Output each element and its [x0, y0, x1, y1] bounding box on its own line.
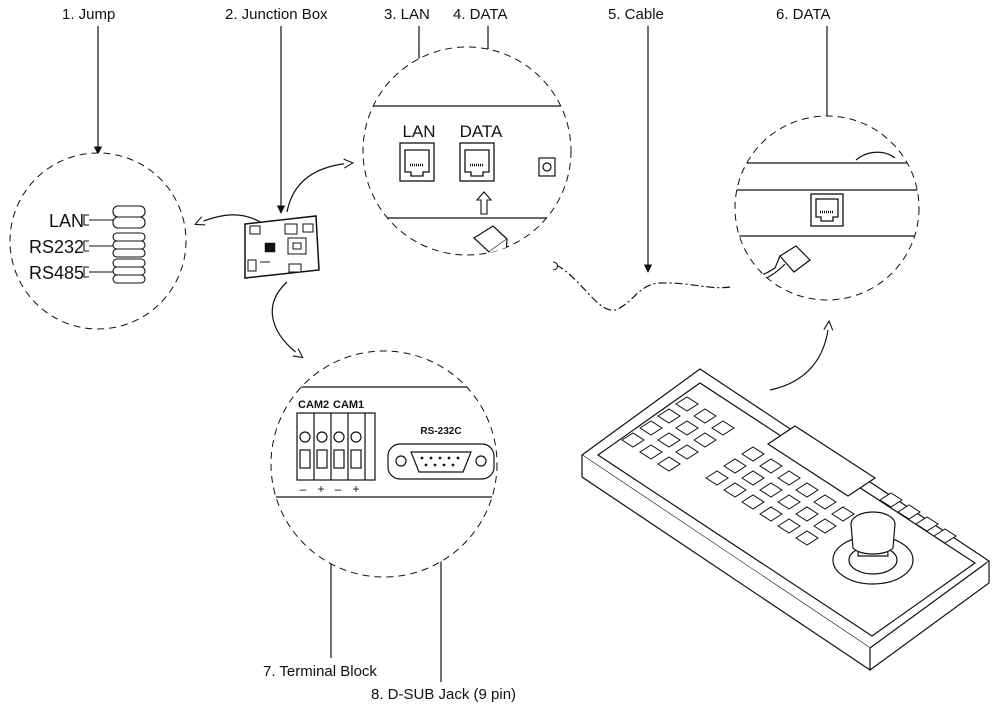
polarity-2: +: [317, 482, 324, 496]
polarity-3: –: [335, 482, 342, 496]
lan-port-icon: [399, 142, 435, 182]
junction-box-board: [244, 215, 320, 279]
polarity-1: –: [300, 482, 307, 496]
port-lan-label: LAN: [402, 122, 435, 141]
port-detail: LAN DATA: [362, 46, 572, 256]
joystick: [832, 511, 914, 585]
callout-jump: 1. Jump: [62, 6, 116, 23]
jump-detail: LAN RS232 RS485: [9, 152, 187, 330]
jump-rs485-label: RS485: [29, 263, 84, 283]
callout-cable: 5. Cable: [608, 6, 664, 23]
dsub-connector-icon: [387, 443, 495, 480]
display-window: [766, 425, 877, 497]
curved-arrows: [196, 163, 829, 391]
callout-dsub-jack: 8. D-SUB Jack (9 pin): [371, 686, 517, 703]
cable-line: [555, 264, 731, 311]
jumper-pins: [83, 205, 146, 284]
insert-arrow-icon: [475, 191, 493, 215]
jump-lan-label: LAN: [49, 211, 84, 231]
terminal-block-icon: [296, 412, 376, 481]
power-jack-icon: [538, 157, 556, 177]
keypad-keys: [621, 396, 957, 546]
callout-keyboard-data: 6. DATA: [776, 6, 831, 23]
port-data-label: DATA: [460, 122, 503, 141]
keyboard-data-port-icon: [810, 193, 844, 227]
polarity-4: +: [352, 482, 359, 496]
keyboard-data-detail: [734, 115, 920, 301]
terminal-detail: CAM2 CAM1 RS-232C – + – +: [270, 350, 498, 578]
cam2-label: CAM2: [298, 399, 329, 411]
jump-rs232-label: RS232: [29, 237, 84, 257]
data-port-icon: [459, 142, 495, 182]
callout-terminal-block: 7. Terminal Block: [263, 663, 377, 680]
rs232c-label: RS-232C: [420, 426, 461, 437]
keyboard-controller: [580, 368, 991, 672]
cam1-label: CAM1: [333, 399, 364, 411]
callout-junction-box: 2. Junction Box: [225, 6, 328, 23]
callout-lan: 3. LAN: [384, 6, 430, 23]
callout-data: 4. DATA: [453, 6, 508, 23]
